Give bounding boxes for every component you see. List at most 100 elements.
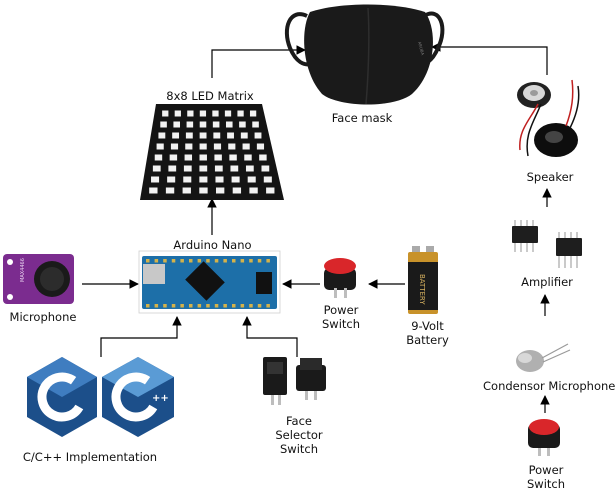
led-pixel — [215, 177, 223, 183]
led-pixel — [183, 188, 191, 194]
led-pixel — [266, 188, 274, 194]
led-pixel — [216, 188, 224, 194]
led-pixel — [160, 122, 167, 128]
led-pixel — [213, 122, 220, 128]
amplifier-image — [512, 220, 582, 268]
header-pin — [172, 259, 176, 263]
microphone-label: Microphone — [2, 310, 84, 324]
power-switch-left-label: Power Switch — [316, 303, 366, 331]
cpp-plus-text: ++ — [152, 393, 169, 404]
led-pixel — [175, 111, 181, 117]
led-pixel — [199, 177, 207, 183]
header-pin — [172, 304, 176, 308]
led-pixel — [229, 155, 236, 161]
led-pixel — [171, 144, 178, 150]
led-matrix-label: 8x8 LED Matrix — [155, 89, 265, 103]
led-pixel — [241, 133, 248, 139]
led-pixel — [214, 155, 221, 161]
header-pin — [189, 259, 193, 263]
led-pixel — [162, 111, 168, 117]
led-pixel — [244, 155, 251, 161]
led-pixel — [213, 133, 220, 139]
led-pixel — [153, 166, 161, 172]
header-pin — [266, 259, 270, 263]
header-pin — [258, 304, 262, 308]
led-pixel — [264, 177, 272, 183]
led-pixel — [215, 166, 223, 172]
face-mask-image: ARUBA — [287, 5, 443, 105]
led-pixel — [228, 144, 235, 150]
header-pin — [146, 259, 150, 263]
led-pixel — [199, 188, 207, 194]
led-pixel — [187, 111, 193, 117]
cpp-logo: ++ — [102, 357, 174, 437]
header-pin — [232, 304, 236, 308]
header-pin — [232, 259, 236, 263]
power-switch-right-label: Power Switch — [520, 463, 572, 491]
led-pixel — [183, 177, 191, 183]
header-pin — [180, 259, 184, 263]
led-pixel — [214, 144, 221, 150]
face-selector-switch-label: Face Selector Switch — [272, 414, 326, 456]
header-pin — [146, 304, 150, 308]
led-pixel — [212, 111, 218, 117]
led-pixel — [168, 166, 176, 172]
led-pixel — [158, 133, 165, 139]
header-pin — [223, 304, 227, 308]
power-switch-left-image — [324, 258, 356, 298]
battery-brand-text: BATTERY — [418, 274, 426, 305]
header-pin — [241, 259, 245, 263]
arrow-speaker-to-mask — [432, 47, 547, 75]
c-logo — [27, 357, 97, 437]
header-pin — [249, 304, 253, 308]
led-pixel — [225, 111, 231, 117]
led-pixel — [252, 122, 259, 128]
face-mask-label: Face mask — [322, 111, 402, 125]
header-pin — [223, 259, 227, 263]
header-pin — [258, 259, 262, 263]
arrow-selector-to-arduino — [247, 317, 297, 357]
battery-label: 9-Volt Battery — [400, 319, 455, 347]
header-pin — [215, 304, 219, 308]
header-pin — [163, 304, 167, 308]
led-pixel — [199, 155, 206, 161]
header-pin — [249, 259, 253, 263]
led-pixel — [257, 144, 264, 150]
header-pin — [241, 304, 245, 308]
led-pixel — [184, 166, 192, 172]
led-pixel — [185, 155, 192, 161]
arduino-nano-image — [139, 251, 280, 313]
header-pin — [198, 304, 202, 308]
led-pixel — [250, 111, 256, 117]
mic-module-text: MAX4466 — [20, 258, 26, 282]
face-selector-switch-image — [263, 357, 326, 405]
led-pixel — [200, 144, 207, 150]
led-pixel — [200, 133, 207, 139]
amplifier-label: Amplifier — [507, 275, 587, 289]
led-pixel — [187, 122, 194, 128]
battery-image: BATTERY — [408, 246, 438, 314]
microphone-module-image: MAX4466 — [3, 254, 74, 304]
arduino-nano-label: Arduino Nano — [165, 238, 260, 252]
led-pixel — [200, 122, 207, 128]
led-pixel — [232, 177, 240, 183]
led-pixel — [173, 122, 180, 128]
led-pixel — [227, 133, 234, 139]
header-pin — [206, 259, 210, 263]
led-pixel — [199, 166, 207, 172]
led-pixel — [239, 122, 246, 128]
led-matrix-image — [140, 104, 284, 200]
led-pixel — [151, 177, 159, 183]
led-pixel — [246, 166, 254, 172]
led-pixel — [155, 155, 162, 161]
led-pixel — [248, 177, 256, 183]
header-pin — [215, 259, 219, 263]
led-pixel — [237, 111, 243, 117]
led-pixel — [233, 188, 241, 194]
header-pin — [155, 259, 159, 263]
led-pixel — [167, 177, 175, 183]
led-pixel — [255, 133, 262, 139]
header-pin — [206, 304, 210, 308]
led-pixel — [226, 122, 233, 128]
power-switch-right-image — [528, 419, 560, 456]
